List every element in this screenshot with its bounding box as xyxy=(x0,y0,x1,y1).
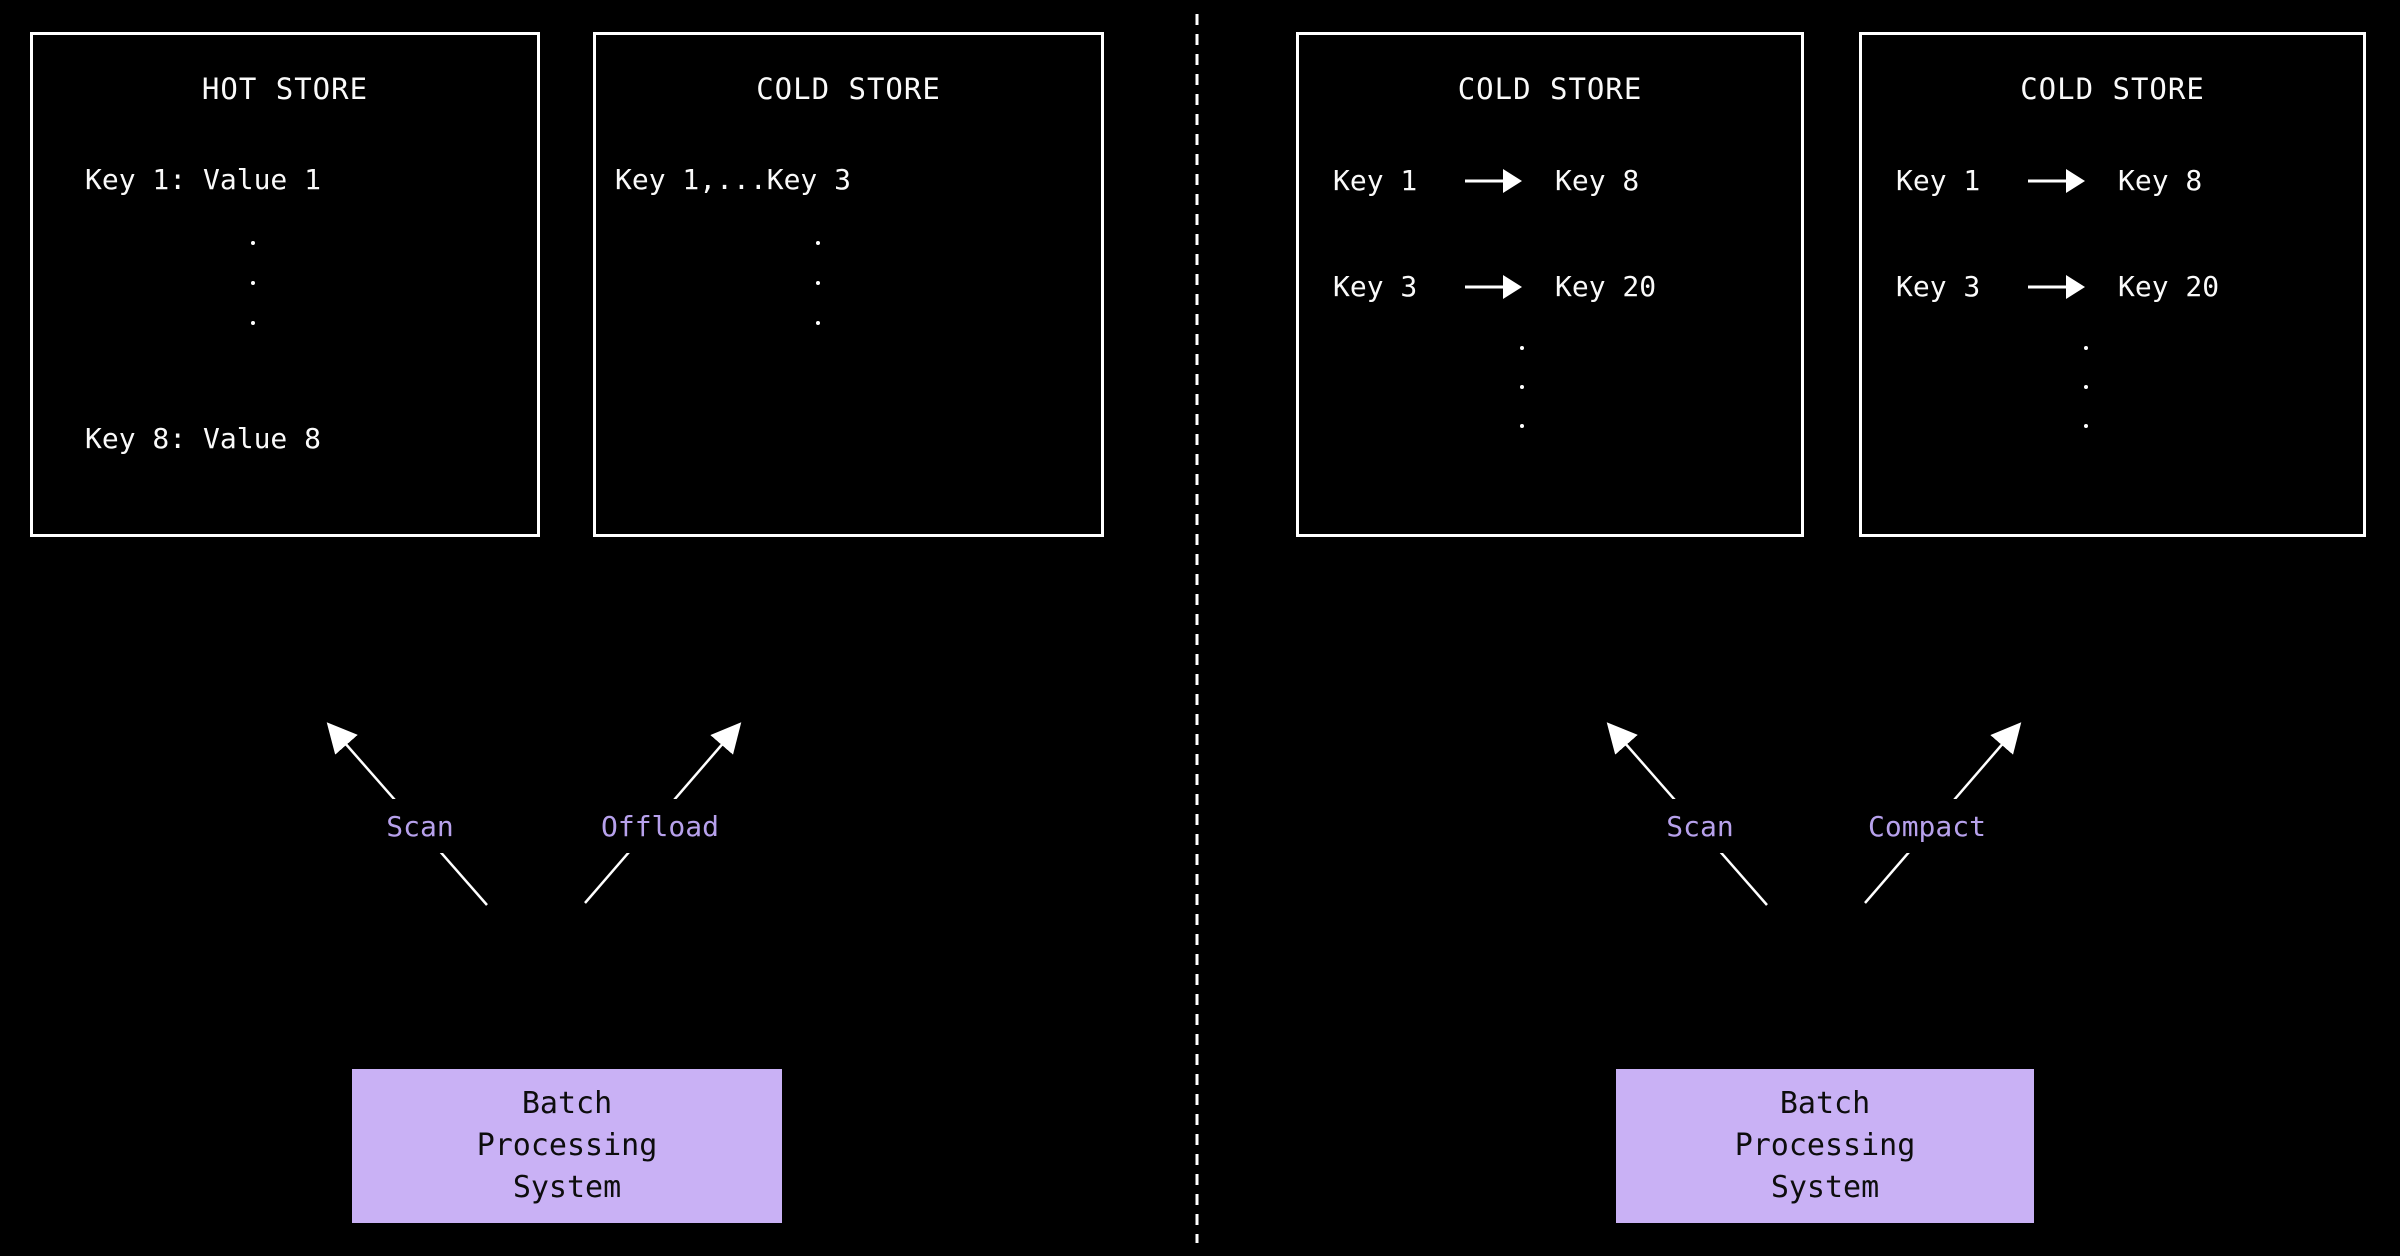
batch-box-line: System xyxy=(1770,1170,1880,1205)
mapping-key-from: Key 1 xyxy=(1333,164,1418,197)
cold-store-box-right-2: COLD STORE Key 1 Key 8 Key 3 Key 20 xyxy=(1859,32,2366,537)
ellipsis-dot xyxy=(1520,346,1524,350)
hot-store-title: HOT STORE xyxy=(201,72,369,106)
hot-store-entry-bottom: Key 8: Value 8 xyxy=(85,422,322,455)
scan-arrow-label-right: Scan xyxy=(1625,799,1775,853)
hot-store-entry-top: Key 1: Value 1 xyxy=(85,163,322,196)
cold-store-left-entry: Key 1,...Key 3 xyxy=(615,163,852,196)
cold-store-box-left: COLD STORE Key 1,...Key 3 xyxy=(593,32,1104,537)
mapping-key-to: Key 20 xyxy=(1555,270,1657,303)
batch-box-line: Batch xyxy=(521,1086,613,1121)
offload-arrow-label: Offload xyxy=(560,799,760,853)
ellipsis-dot xyxy=(251,241,255,245)
batch-box-line: System xyxy=(512,1170,622,1205)
cold-store-right-1-title: COLD STORE xyxy=(1457,72,1643,106)
mapping-key-to: Key 8 xyxy=(1555,164,1640,197)
batch-processing-system-box-right: Batch Processing System xyxy=(1616,1069,2034,1223)
hot-store-box: HOT STORE Key 1: Value 1 Key 8: Value 8 xyxy=(30,32,540,537)
mapping-key-to: Key 20 xyxy=(2118,270,2220,303)
ellipsis-dot xyxy=(816,241,820,245)
ellipsis-dot xyxy=(2084,385,2088,389)
mapping-key-from: Key 3 xyxy=(1333,270,1418,303)
right-arrow-icon xyxy=(1465,275,1522,299)
mapping-key-from: Key 1 xyxy=(1896,164,1981,197)
right-arrow-icon xyxy=(1465,169,1522,193)
right-arrow-icon xyxy=(2028,169,2085,193)
batch-box-line: Batch xyxy=(1779,1086,1871,1121)
compact-arrow-label: Compact xyxy=(1827,799,2027,853)
ellipsis-dot xyxy=(816,321,820,325)
ellipsis-dot xyxy=(251,281,255,285)
batch-box-line: Processing xyxy=(1734,1128,1916,1163)
cold-store-box-right-1: COLD STORE Key 1 Key 8 Key 3 Key 20 xyxy=(1296,32,1804,537)
batch-box-line: Processing xyxy=(476,1128,658,1163)
mapping-key-to: Key 8 xyxy=(2118,164,2203,197)
cold-store-left-title: COLD STORE xyxy=(756,72,941,106)
right-arrow-icon xyxy=(2028,275,2085,299)
mapping-key-from: Key 3 xyxy=(1896,270,1981,303)
ellipsis-dot xyxy=(2084,424,2088,428)
batch-processing-system-box-left: Batch Processing System xyxy=(352,1069,782,1223)
ellipsis-dot xyxy=(251,321,255,325)
ellipsis-dot xyxy=(1520,385,1524,389)
scan-arrow-label-left: Scan xyxy=(345,799,495,853)
ellipsis-dot xyxy=(2084,346,2088,350)
ellipsis-dot xyxy=(1520,424,1524,428)
ellipsis-dot xyxy=(816,281,820,285)
cold-store-right-2-title: COLD STORE xyxy=(2020,72,2205,106)
